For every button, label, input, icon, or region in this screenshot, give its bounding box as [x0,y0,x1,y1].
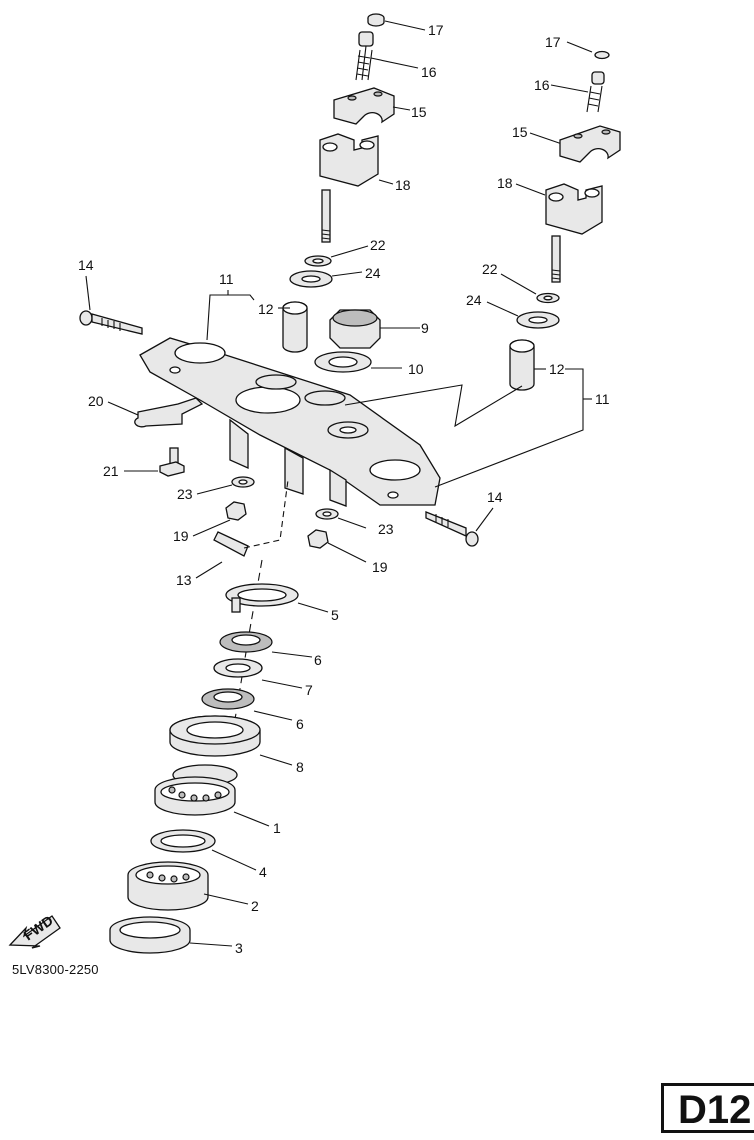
callout-5: 5 [331,607,339,623]
part-6-ring-nut-upper [219,631,273,653]
callout-11-right: 11 [595,391,610,407]
callout-10: 10 [408,361,424,377]
part-4-seal [150,829,216,853]
part-12-right [509,339,535,391]
part-16-right [586,71,605,113]
callout-20: 20 [88,393,104,409]
callout-1: 1 [273,820,281,836]
callout-15-left: 15 [411,104,427,120]
part-8-dust-seal [169,715,261,757]
part-6-ring-nut-lower [201,688,255,710]
right-handlebar-assembly [486,41,621,391]
part-21-bolt [159,447,185,477]
callout-23-left: 23 [177,486,193,502]
part-20-clip [134,397,204,428]
page-label-box: D12 [661,1083,754,1133]
callout-labels: 17 16 15 18 22 24 11 12 9 10 14 20 21 23… [78,22,610,956]
callout-9: 9 [421,320,429,336]
part-14-left-bolt [79,310,143,335]
page-label: D12 [678,1088,752,1132]
callout-7: 7 [305,682,313,698]
callout-19-right: 19 [372,559,388,575]
part-16-left [355,31,374,81]
callout-22-left: 22 [370,237,386,253]
callout-22-right: 22 [482,261,498,277]
part-5-lock-washer [225,583,299,613]
callout-6-lower: 6 [296,716,304,732]
part-10-washer [314,351,372,373]
part-17-right [594,50,610,60]
part-14-right-bolt [425,511,479,547]
callout-18-right: 18 [497,175,513,191]
part-1-bearing-upper [154,764,238,816]
callout-23-right: 23 [378,521,394,537]
part-11-upper-bracket [139,337,441,507]
left-handlebar-assembly [289,13,426,288]
callout-6-upper: 6 [314,652,322,668]
callout-15-right: 15 [512,124,528,140]
callout-16-right: 16 [534,77,550,93]
callout-3: 3 [235,940,243,956]
callout-12-left: 12 [258,301,274,317]
callout-19-left: 19 [173,528,189,544]
callout-14-right: 14 [487,489,503,505]
callout-2: 2 [251,898,259,914]
callout-17-right: 17 [545,34,561,50]
part-13-plate [213,531,249,557]
callout-16-left: 16 [421,64,437,80]
callout-18-left: 18 [395,177,411,193]
part-19-left [225,501,247,521]
fwd-arrow-icon: FWD [8,912,61,949]
callout-17-left: 17 [428,22,444,38]
callout-14-left: 14 [78,257,94,273]
part-2-bearing-lower [127,861,209,911]
callout-24-right: 24 [466,292,482,308]
part-3-race [109,916,191,954]
part-18-right [545,183,603,283]
callout-11-upper: 11 [219,271,234,287]
part-15-left [333,87,395,125]
part-7-washer [213,658,263,678]
callout-8: 8 [296,759,304,775]
part-9-nut [329,309,381,349]
callout-24-left: 24 [365,265,381,281]
callout-21: 21 [103,463,119,479]
part-19-right [307,529,329,549]
callout-4: 4 [259,864,267,880]
part-code: 5LV8300-2250 [12,962,99,977]
part-18-left [319,133,379,243]
callout-13: 13 [176,572,192,588]
part-15-right [559,125,621,163]
part-17-left [367,13,385,27]
part-12-left [282,301,308,353]
callout-12-right: 12 [549,361,565,377]
